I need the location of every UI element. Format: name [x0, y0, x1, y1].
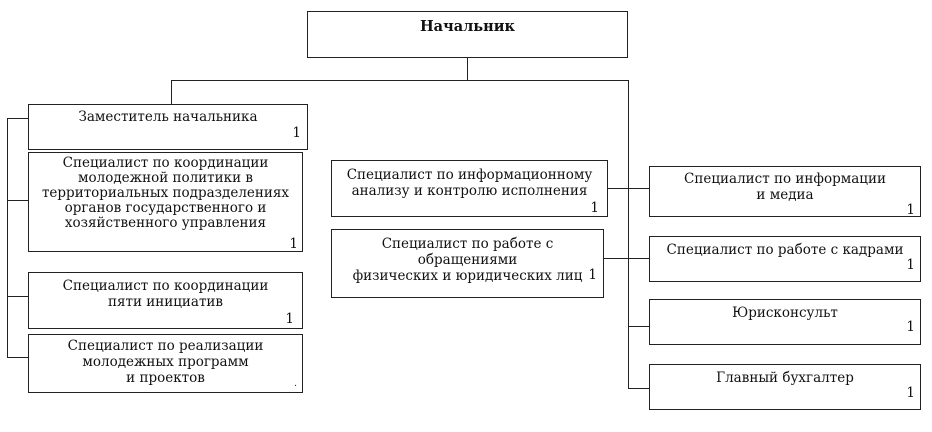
initiatives-specialist-count: 1	[285, 311, 294, 327]
info-analysis-specialist-count: 1	[590, 200, 599, 216]
deputy-label: Заместитель начальника	[78, 109, 258, 125]
media-specialist-count: 1	[906, 202, 915, 218]
appeals-specialist-count: 1	[588, 267, 597, 283]
connector-left-2	[7, 200, 28, 201]
connector-top-bus	[171, 80, 629, 81]
legal-adviser-label: Юрисконсульт	[732, 305, 838, 321]
connector-center-1	[608, 188, 649, 189]
appeals-specialist-box: Специалист по работе с обращениями физич…	[331, 229, 604, 298]
initiatives-specialist-label: Специалист по координации пяти инициатив	[62, 278, 269, 310]
youth-policy-specialist-box: Специалист по координации молодежной пол…	[28, 152, 303, 252]
initiatives-specialist-box: Специалист по координации пяти инициатив…	[28, 272, 303, 329]
appeals-specialist-label: Специалист по работе с обращениями физич…	[352, 236, 583, 284]
legal-adviser-box: Юрисконсульт 1	[649, 299, 921, 345]
chief-label: Начальник	[419, 18, 515, 35]
connector-left-bracket	[7, 118, 8, 357]
connector-left-4	[7, 357, 28, 358]
hr-specialist-label: Специалист по работе с кадрами	[666, 242, 904, 258]
media-specialist-box: Специалист по информации и медиа 1	[649, 166, 921, 217]
connector-left-3	[7, 296, 28, 297]
hr-specialist-count: 1	[906, 257, 915, 273]
chief-accountant-box: Главный бухгалтер 1	[649, 364, 921, 410]
youth-policy-specialist-label: Специалист по координации молодежной пол…	[41, 155, 290, 231]
youth-programs-specialist-box: Специалист по реализации молодежных прог…	[28, 334, 303, 393]
connector-right-3	[628, 326, 649, 327]
connector-center-2	[604, 258, 649, 259]
info-analysis-specialist-label: Специалист по информационному анализу и …	[346, 167, 593, 199]
chief-accountant-label: Главный бухгалтер	[716, 370, 854, 386]
youth-programs-specialist-label: Специалист по реализации молодежных прог…	[67, 338, 264, 386]
deputy-box: Заместитель начальника 1	[28, 104, 308, 150]
connector-to-deputy	[171, 80, 172, 104]
connector-left-1	[7, 118, 28, 119]
youth-policy-specialist-count: 1	[289, 236, 298, 252]
hr-specialist-box: Специалист по работе с кадрами 1	[649, 236, 921, 282]
connector-right-trunk	[628, 80, 629, 388]
info-analysis-specialist-box: Специалист по информационному анализу и …	[331, 160, 608, 217]
legal-adviser-count: 1	[906, 319, 915, 335]
media-specialist-label: Специалист по информации и медиа	[684, 171, 886, 203]
connector-right-4	[628, 388, 649, 389]
connector-chief-down	[467, 57, 468, 80]
youth-programs-specialist-count: .	[294, 379, 297, 389]
chief-accountant-count: 1	[906, 385, 915, 401]
deputy-count: 1	[292, 125, 301, 141]
chief-box: Начальник	[307, 11, 628, 58]
